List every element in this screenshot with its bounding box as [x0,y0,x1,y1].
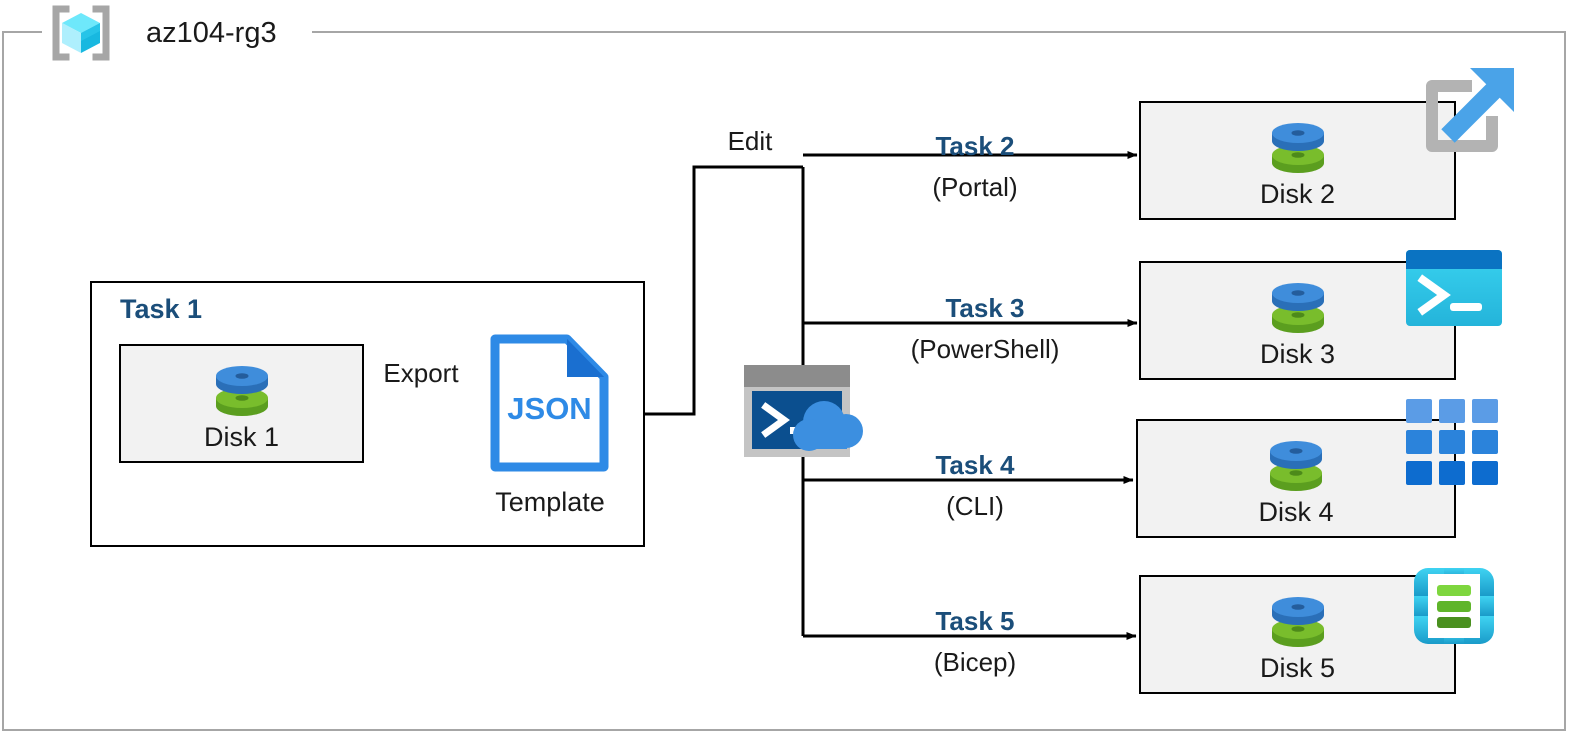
disk-1-box[interactable]: Disk 1 [119,344,364,463]
disk-4-caption: Disk 4 [1258,497,1334,527]
azure-disk-icon [1266,591,1330,653]
disk-4-box[interactable]: Disk 4 [1136,419,1456,538]
task-1-label: Task 1 [120,294,203,324]
export-edge-label: Export [383,358,459,388]
disk-1-caption: Disk 1 [203,422,279,452]
disk-2-caption: Disk 2 [1259,179,1335,209]
json-icon-text: JSON [507,391,592,426]
disk-3-box[interactable]: Disk 3 [1139,261,1456,380]
resource-group-title: az104-rg3 [146,17,277,49]
task-3-tool-label: (PowerShell) [910,334,1060,364]
azure-disk-icon [1264,435,1328,497]
disk-5-caption: Disk 5 [1259,653,1335,683]
resource-group-boundary [2,31,1566,731]
task-3-label: Task 3 [945,293,1025,323]
cloud-shell-icon[interactable] [744,365,866,457]
task-2-tool-label: (Portal) [932,172,1018,202]
azure-disk-icon [1266,277,1330,339]
task-2-label: Task 2 [935,131,1015,161]
resource-group-cube-icon [50,3,112,63]
task-5-tool-label: (Bicep) [933,647,1017,677]
edit-edge-label: Edit [727,126,773,156]
disk-5-box[interactable]: Disk 5 [1139,575,1456,694]
bicep-icon[interactable] [1404,556,1504,656]
azure-disk-icon [1266,117,1330,179]
task-4-tool-label: (CLI) [946,491,1004,521]
json-file-icon[interactable]: JSON [489,333,610,473]
task-5-label: Task 5 [935,606,1015,636]
powershell-icon[interactable] [1406,250,1502,326]
azure-disk-icon [210,360,274,422]
task-4-label: Task 4 [935,450,1015,480]
template-caption: Template [495,487,605,517]
azure-portal-icon[interactable] [1406,60,1522,176]
azure-cli-icon[interactable] [1406,399,1498,487]
disk-2-box[interactable]: Disk 2 [1139,101,1456,220]
disk-3-caption: Disk 3 [1259,339,1335,369]
